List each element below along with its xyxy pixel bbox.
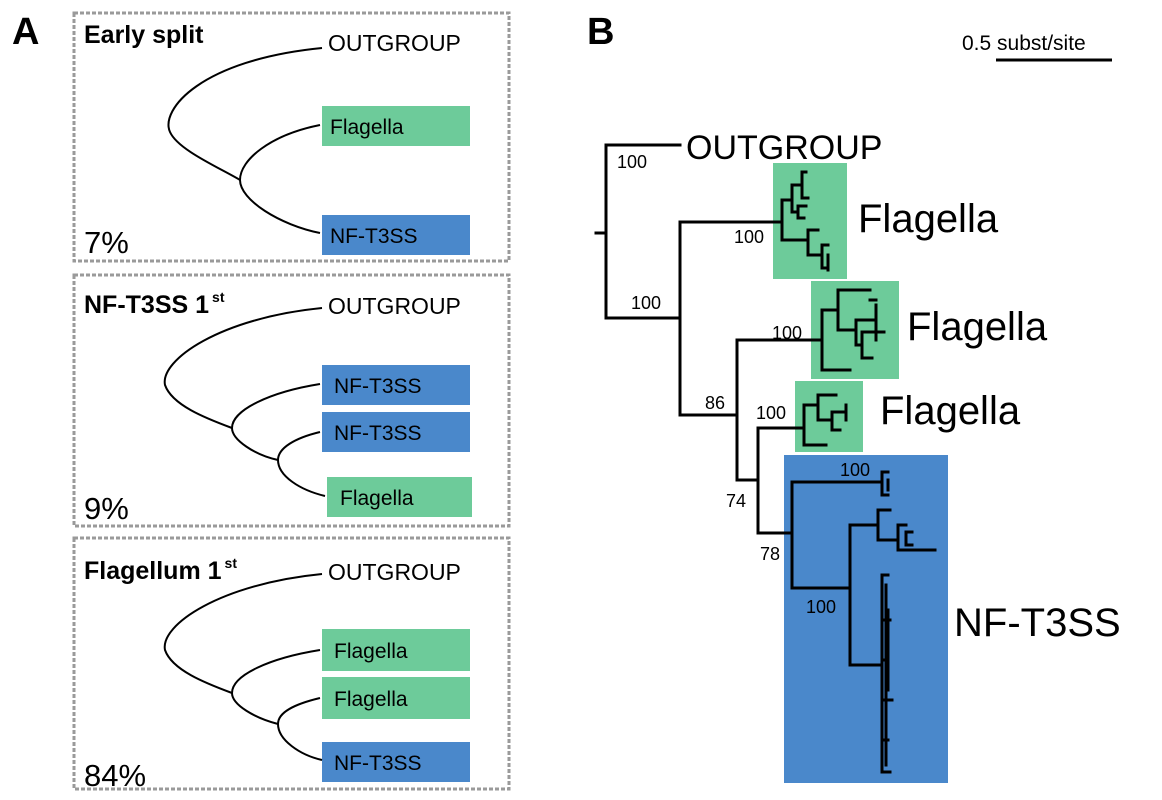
leaf-label: Flagella (334, 640, 408, 663)
leaf-label: Flagella (330, 116, 404, 139)
bootstrap-value: 100 (806, 597, 836, 617)
panel-a-letter: A (12, 11, 39, 53)
nf-t3ss-subtree (876, 508, 937, 552)
scenario-frame (72, 273, 511, 528)
flagella-clade-subtree (780, 170, 830, 272)
panel-b-letter: B (587, 11, 614, 53)
nf-t3ss-subtree (880, 470, 890, 497)
flagella-box (322, 629, 470, 671)
flagella-clade-subtree (802, 393, 848, 447)
scenario-frame (72, 11, 511, 263)
support-percent: 7% (84, 225, 129, 260)
outgroup-label: OUTGROUP (328, 30, 461, 56)
tree-branch (238, 124, 321, 234)
support-percent: 84% (84, 758, 146, 793)
flagella-box (322, 106, 470, 146)
outgroup-label: OUTGROUP (686, 129, 882, 167)
leaf-label: Flagella (340, 487, 414, 510)
clade-label-flagella: Flagella (907, 305, 1048, 349)
leaf-label: NF-T3SS (334, 752, 422, 775)
nf-t3ss-box (322, 365, 470, 405)
bootstrap-value: 100 (631, 293, 661, 313)
nf-t3ss-box (322, 742, 470, 782)
tree-branch (163, 573, 323, 694)
flagella-clade-box (773, 163, 847, 279)
bootstrap-value: 74 (726, 491, 746, 511)
scale-bar-label: 0.5 subst/site (962, 32, 1086, 55)
clade-label-nf-t3ss: NF-T3SS (954, 601, 1121, 645)
tree-branch (167, 47, 323, 181)
flagella-box (322, 677, 470, 719)
outgroup-label: OUTGROUP (328, 559, 461, 585)
tree-branch (276, 697, 323, 761)
tree-branch (230, 649, 321, 725)
scenario-frame (72, 536, 511, 791)
leaf-label: NF-T3SS (334, 375, 422, 398)
tree-branch (276, 431, 326, 497)
flagella-box (327, 477, 472, 517)
flagella-clade-subtree (820, 288, 886, 372)
bootstrap-value: 86 (705, 393, 725, 413)
outgroup-label: OUTGROUP (328, 293, 461, 319)
nf-t3ss-clade-box (784, 455, 948, 783)
tree-branch (230, 383, 321, 461)
leaf-label: Flagella (334, 688, 408, 711)
scenario-early-split: Early split OUTGROUP Flagella NF-T3SS 7% (72, 11, 511, 263)
clade-label-flagella: Flagella (858, 197, 999, 241)
bootstrap-value: 100 (756, 403, 786, 423)
clade-label-flagella: Flagella (880, 389, 1021, 433)
flagella-clade-box (795, 381, 863, 452)
scale-bar: 0.5 subst/site (962, 32, 1112, 62)
leaf-label: NF-T3SS (330, 225, 418, 248)
scenario-title: Early split (84, 21, 204, 49)
bootstrap-value: 100 (734, 227, 764, 247)
bootstrap-value: 78 (760, 544, 780, 564)
bootstrap-value: 100 (772, 323, 802, 343)
nf-t3ss-box (322, 215, 470, 255)
leaf-label: NF-T3SS (334, 422, 422, 445)
nf-t3ss-box (322, 412, 470, 452)
phylogenetic-tree (594, 143, 937, 774)
tree-branch (163, 307, 323, 429)
bootstrap-value: 100 (840, 460, 870, 480)
bootstrap-value: 100 (617, 152, 647, 172)
nf-t3ss-subtree (880, 573, 894, 774)
support-percent: 9% (84, 491, 129, 526)
